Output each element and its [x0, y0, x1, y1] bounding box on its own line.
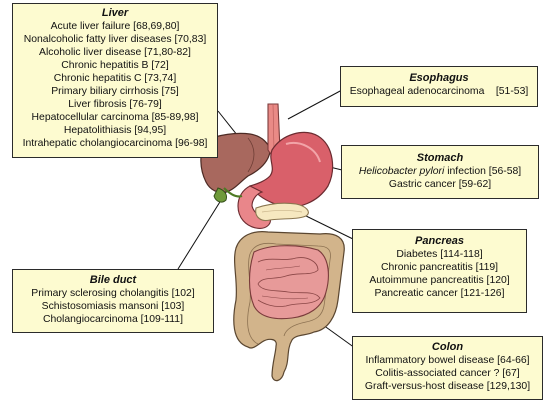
- liver-organ: [200, 132, 271, 203]
- stomach-item-rest: infection [56-58]: [444, 166, 522, 177]
- pancreas-title: Pancreas: [415, 235, 464, 247]
- liver-box: Liver Acute liver failure [68,69,80] Non…: [12, 3, 218, 158]
- colon-title: Colon: [431, 341, 464, 353]
- pancreas-item: Pancreatic cancer [121-126]: [374, 288, 505, 299]
- colon-item: Graft-versus-host disease [129,130]: [364, 381, 531, 392]
- pancreas-item: Chronic pancreatitis [119]: [380, 262, 499, 273]
- liver-item: Alcoholic liver disease [71,80-82]: [39, 47, 191, 58]
- stomach-title: Stomach: [416, 152, 464, 164]
- bile-duct-title: Bile duct: [89, 274, 137, 286]
- pancreas-box: Pancreas Diabetes [114-118] Chronic panc…: [352, 229, 527, 313]
- liver-item: Chronic hepatitis C [73,74]: [53, 73, 177, 84]
- bile-duct: [223, 187, 243, 198]
- stomach-box: Stomach Helicobacter pylori infection [5…: [341, 145, 539, 199]
- liver-item: Chronic hepatitis B [72]: [61, 60, 169, 71]
- esophagus-box: Esophagus Esophageal adenocarcinoma [51-…: [340, 66, 538, 107]
- liver-item: Hepatocellular carcinoma [85-89,98]: [31, 112, 199, 123]
- pancreas-organ: [255, 202, 309, 222]
- stomach-item: Helicobacter pylori infection [56-58]: [347, 165, 533, 178]
- liver-item: Primary biliary cirrhosis [75]: [51, 86, 179, 97]
- liver-item: Liver fibrosis [76-79]: [68, 99, 162, 110]
- colon-box: Colon Inflammatory bowel disease [64-66]…: [352, 336, 543, 400]
- liver-item: Intrahepatic cholangiocarcinoma [96-98]: [22, 138, 208, 149]
- bile-duct-item: Cholangiocarcinoma [109-111]: [43, 314, 183, 325]
- small-intestine-organ: [248, 245, 329, 320]
- bile-duct-item: Primary sclerosing cholangitis [102]: [31, 288, 195, 299]
- liver-title: Liver: [101, 7, 129, 19]
- esophagus-title: Esophagus: [409, 72, 469, 84]
- pancreas-connector: [299, 212, 356, 241]
- stomach-item: Gastric cancer [59-62]: [388, 179, 492, 190]
- bile-duct-box: Bile duct Primary sclerosing cholangitis…: [12, 269, 214, 333]
- liver-item: Nonalcoholic fatty liver diseases [70,83…: [23, 34, 207, 45]
- gallbladder: [213, 187, 227, 203]
- bile-duct-item: Schistosomiasis mansoni [103]: [41, 301, 185, 312]
- esophagus-connector: [287, 89, 343, 120]
- esophagus-item: Esophageal adenocarcinoma [51-53]: [349, 86, 529, 97]
- liver-item: Hepatolithiasis [94,95]: [63, 125, 167, 136]
- pancreas-item: Autoimmune pancreatitis [120]: [369, 275, 510, 286]
- stomach-item-italic: Helicobacter pylori: [358, 166, 445, 177]
- liver-item: Acute liver failure [68,69,80]: [50, 21, 180, 32]
- pancreas-item: Diabetes [114-118]: [396, 249, 483, 260]
- colon-item: Colitis-associated cancer ? [67]: [375, 368, 520, 379]
- colon-item: Inflammatory bowel disease [64-66]: [365, 355, 530, 366]
